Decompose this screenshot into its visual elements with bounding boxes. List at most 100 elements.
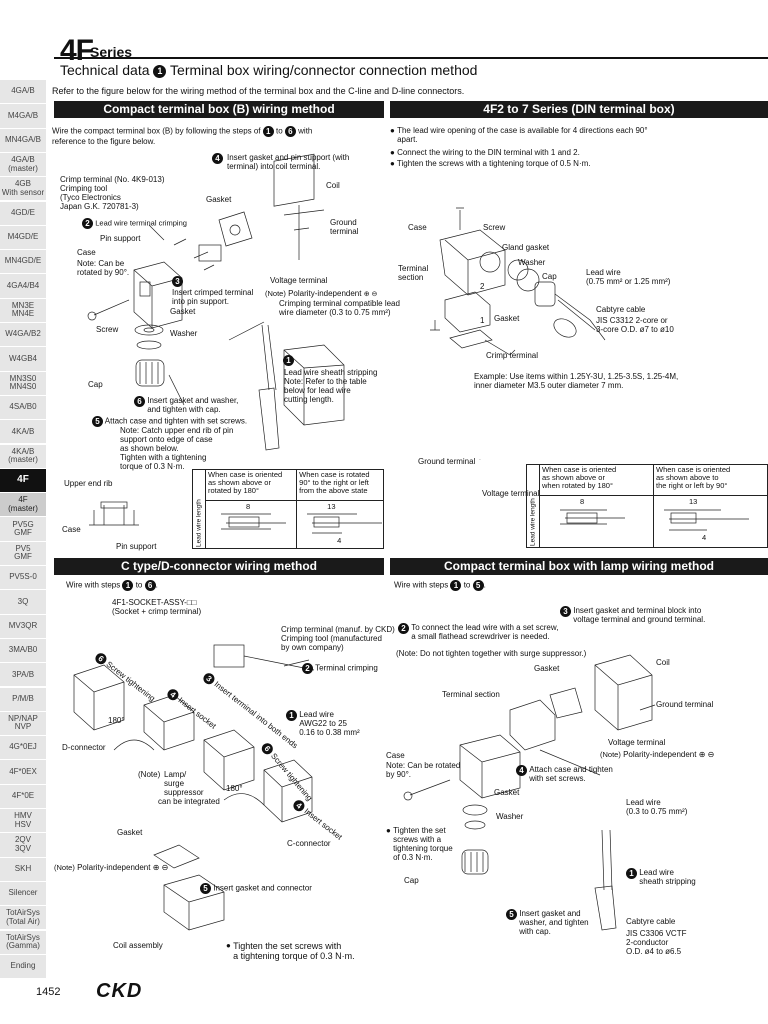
sidebar-tab-label: 4F bbox=[17, 474, 29, 486]
step4-text: Insert gasket and pin support (with term… bbox=[227, 153, 350, 171]
section-b-intro: Wire the compact terminal box (B) by fol… bbox=[52, 126, 313, 146]
sidebar-tab-label: 4GD/E bbox=[10, 207, 35, 217]
sidebar-tab[interactable]: 3MA/B0 bbox=[0, 638, 46, 664]
din-gasket-label: Gasket bbox=[494, 314, 520, 323]
sidebar-tab[interactable]: NP/NAP NVP bbox=[0, 711, 46, 737]
din-cab-label: Cabtyre cable bbox=[596, 305, 646, 314]
c-polarity-note: (Note) Polarity-independent ⊕ ⊖ bbox=[54, 863, 169, 872]
sidebar-tab-label: MN4GD/E bbox=[4, 256, 42, 266]
sidebar-tab-label: PV5G GMF bbox=[12, 519, 34, 538]
sidebar-tab[interactable]: TotAirSys (Total Air) bbox=[0, 906, 46, 931]
sidebar-tab-label: MN4GA/B bbox=[4, 134, 41, 144]
din-voltage-label: Voltage terminal bbox=[482, 489, 540, 498]
sidebar-tab[interactable]: 3Q bbox=[0, 590, 46, 615]
sidebar-tab[interactable]: 4F (master) bbox=[0, 493, 46, 518]
sidebar-tab[interactable]: M4GA/B bbox=[0, 104, 46, 129]
din-crimp-label: Crimp terminal bbox=[486, 351, 539, 360]
sidebar-tab[interactable]: 4GD/E bbox=[0, 201, 46, 226]
sidebar-tab[interactable]: MV3QR bbox=[0, 614, 46, 639]
sidebar-tab-label: 4G*0EJ bbox=[9, 742, 37, 752]
case-note: Note: Can be rotated by 90°. bbox=[77, 259, 130, 277]
sidebar-tab[interactable]: MN3E MN4E bbox=[0, 298, 46, 323]
coil-shape bbox=[273, 153, 345, 426]
sidebar-tab[interactable]: SKH bbox=[0, 857, 46, 882]
sidebar-tab[interactable]: 3PA/B bbox=[0, 663, 46, 688]
sidebar-tab[interactable]: MN3S0 MN4S0 bbox=[0, 371, 46, 396]
sidebar-tab[interactable]: W4GA/B2 bbox=[0, 323, 46, 348]
ground-terminal-label: Ground terminal bbox=[330, 218, 359, 236]
coil-assembly-label: Coil assembly bbox=[113, 941, 163, 950]
sidebar-tab[interactable]: 4F*0EX bbox=[0, 760, 46, 785]
sidebar-tab-label: 4F (master) bbox=[8, 495, 38, 513]
lead-wire-length-table-b: Lead wire length When case is oriented a… bbox=[192, 469, 384, 549]
sidebar-tab-label: P/M/B bbox=[12, 693, 34, 703]
din-n2: 2 bbox=[480, 282, 485, 291]
sidebar-tab[interactable]: 4F*0E bbox=[0, 784, 46, 809]
lamp-step2: 2 To connect the lead wire with a set sc… bbox=[398, 623, 558, 641]
sidebar-tab-label: 4KA/B bbox=[11, 426, 35, 436]
section-lamp-title: Compact terminal box with lamp wiring me… bbox=[390, 558, 768, 575]
lamp-polarity-note: (Note) Polarity-independent ⊕ ⊖ bbox=[600, 750, 715, 759]
sidebar-tab-label: 4F*0EX bbox=[9, 766, 37, 776]
sidebar-tab[interactable]: 4GA/B (master) bbox=[0, 152, 46, 178]
ckd-logo: CKD bbox=[96, 980, 143, 1002]
gasket-label: Gasket bbox=[206, 195, 232, 204]
sidebar-tab[interactable]: TotAirSys (Gamma) bbox=[0, 930, 46, 955]
c-note-tag: (Note) bbox=[138, 770, 161, 779]
lamp-note: (Note: Do not tighten together with surg… bbox=[396, 649, 587, 658]
cap-label: Cap bbox=[88, 380, 103, 389]
step5-note: Note: Catch upper end rib of pin support… bbox=[120, 426, 234, 471]
step1-badge: 1 bbox=[283, 355, 294, 366]
screw-label: Screw bbox=[96, 325, 119, 334]
wire-8mm-sketch bbox=[221, 513, 286, 530]
sidebar-tab-label: 3MA/B0 bbox=[8, 645, 38, 655]
lamp-cab-label: Cabtyre cable bbox=[626, 917, 676, 926]
sidebar-tab[interactable]: MN4GA/B bbox=[0, 128, 46, 153]
sidebar-tab[interactable]: HMV HSV bbox=[0, 809, 46, 834]
sidebar-tab[interactable]: PV5G GMF bbox=[0, 517, 46, 542]
sidebar-tab[interactable]: P/M/B bbox=[0, 687, 46, 712]
sidebar-tab[interactable]: 4KA/B bbox=[0, 420, 46, 445]
section-din-title: 4F2 to 7 Series (DIN terminal box) bbox=[390, 101, 768, 118]
sidebar-tab[interactable]: 4F bbox=[0, 468, 46, 494]
lamp-terminal-label: Terminal section bbox=[442, 690, 500, 699]
sidebar-tab-label: 4GA/B bbox=[11, 86, 35, 96]
socket-assy-label: 4F1-SOCKET-ASSY-□□ (Socket + crimp termi… bbox=[112, 598, 202, 616]
sidebar-tab[interactable]: 4G*0EJ bbox=[0, 736, 46, 761]
sidebar-tab-label: M4GD/E bbox=[7, 232, 39, 242]
polarity-note: (Note) Polarity-independent ⊕ ⊖ bbox=[265, 289, 378, 298]
lead-wire-length-table-din: Lead wire length When case is oriented a… bbox=[526, 464, 768, 548]
sidebar-tab[interactable]: PV5S-0 bbox=[0, 566, 46, 591]
c-connector-label: C-connector bbox=[287, 839, 331, 848]
pin-support2-label: Pin support bbox=[116, 542, 157, 551]
sidebar-tab[interactable]: 4GA4/B4 bbox=[0, 274, 46, 299]
sidebar-tab-label: W4GB4 bbox=[8, 353, 37, 363]
step5-text: 5 Attach case and tighten with set screw… bbox=[92, 416, 247, 427]
sidebar-tab[interactable]: 2QV 3QV bbox=[0, 833, 46, 858]
sidebar-tab[interactable]: 4GA/B bbox=[0, 80, 46, 105]
sidebar-tab[interactable]: MN4GD/E bbox=[0, 250, 46, 275]
sidebar-tab-label: 4SA/B0 bbox=[9, 402, 37, 412]
din-washer-label: Washer bbox=[518, 258, 546, 267]
page-number: 1452 bbox=[36, 986, 61, 998]
sidebar-tab[interactable]: PV5 GMF bbox=[0, 541, 46, 566]
sidebar-tab[interactable]: Ending bbox=[0, 954, 46, 980]
sidebar-tab-label: TotAirSys (Total Air) bbox=[6, 908, 40, 926]
sidebar-tab[interactable]: 4KA/B (master) bbox=[0, 444, 46, 469]
sidebar-tab[interactable]: M4GD/E bbox=[0, 225, 46, 251]
din-wire-8mm-sketch bbox=[560, 509, 625, 525]
sidebar-tab[interactable]: 4SA/B0 bbox=[0, 395, 46, 421]
din-bullet-2: ● Connect the wiring to the DIN terminal… bbox=[390, 148, 580, 157]
sidebar-tab[interactable]: Silencer bbox=[0, 881, 46, 907]
section-lamp-steps: Wire with steps 1 to 5. bbox=[394, 580, 486, 591]
section-c-title: C type/D-connector wiring method bbox=[54, 558, 384, 575]
sidebar-tab-label: TotAirSys (Gamma) bbox=[6, 932, 40, 951]
din-example: Example: Use items within 1.25Y-3U, 1.25… bbox=[474, 372, 679, 390]
c-gasket-label: Gasket bbox=[117, 828, 143, 837]
sidebar-tab-label: Silencer bbox=[8, 888, 38, 898]
din-gland-label: Gland gasket bbox=[502, 243, 550, 252]
din-bullet-1: ● The lead wire opening of the case is a… bbox=[390, 126, 648, 144]
sidebar-tab[interactable]: W4GB4 bbox=[0, 347, 46, 372]
sidebar-tab[interactable]: 4GB With sensor bbox=[0, 177, 46, 202]
sidebar-tab-label: SKH bbox=[14, 863, 32, 873]
